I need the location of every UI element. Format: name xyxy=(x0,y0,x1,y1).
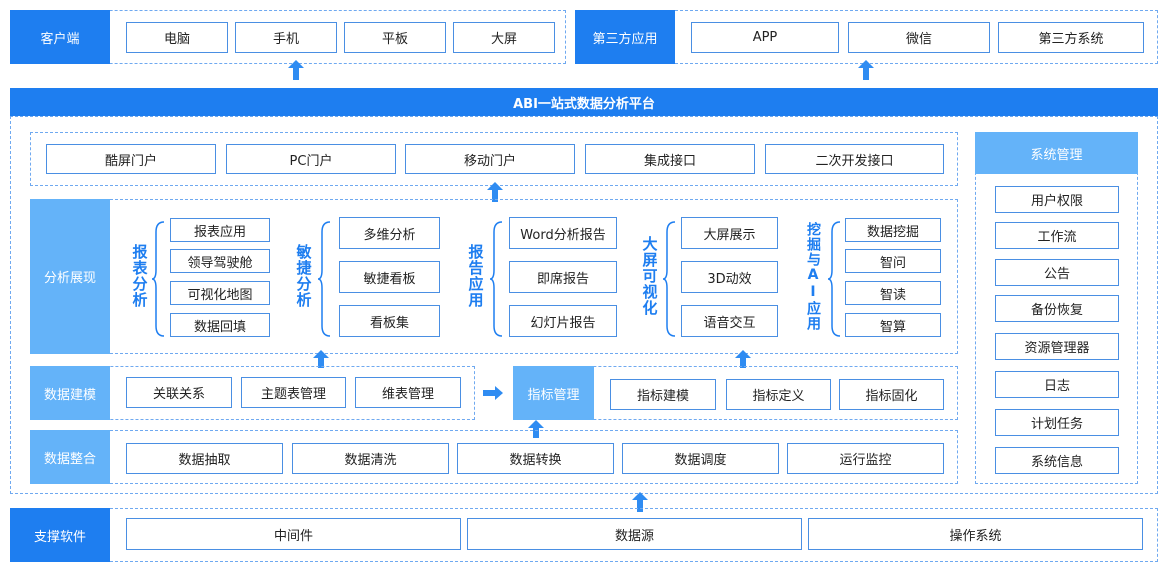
modeling-item: 维表管理 xyxy=(355,377,461,408)
platform-frame xyxy=(10,116,1158,494)
system-item: 公告 xyxy=(995,259,1119,286)
arrow-up-icon xyxy=(858,60,874,80)
analysis-item: 数据回填 xyxy=(170,313,270,337)
arrow-right-icon xyxy=(483,386,503,400)
client-item-tablet: 平板 xyxy=(344,22,446,53)
integration-label: 数据整合 xyxy=(30,430,110,484)
system-item: 工作流 xyxy=(995,222,1119,249)
system-item: 计划任务 xyxy=(995,409,1119,436)
group-title-report-analysis: 报表分析 xyxy=(130,244,149,308)
system-item: 用户权限 xyxy=(995,186,1119,213)
modeling-item: 主题表管理 xyxy=(241,377,346,408)
analysis-item: 看板集 xyxy=(339,305,440,337)
third-party-item-app: APP xyxy=(691,22,839,53)
metrics-item: 指标建模 xyxy=(610,379,716,410)
metrics-item: 指标定义 xyxy=(726,379,831,410)
client-item-pc: 电脑 xyxy=(126,22,228,53)
client-item-phone: 手机 xyxy=(235,22,337,53)
analysis-item: 3D动效 xyxy=(681,261,778,293)
analysis-item: 敏捷看板 xyxy=(339,261,440,293)
platform-title: ABI一站式数据分析平台 xyxy=(10,88,1158,116)
client-label: 客户端 xyxy=(10,10,110,64)
client-item-bigscreen: 大屏 xyxy=(453,22,555,53)
brace-icon xyxy=(152,221,165,337)
brace-icon xyxy=(490,221,503,337)
analysis-item: 数据挖掘 xyxy=(845,218,941,242)
portal-item: PC门户 xyxy=(226,144,396,174)
support-item: 中间件 xyxy=(126,518,461,550)
group-title-agile-analysis: 敏捷分析 xyxy=(294,244,313,308)
analysis-item: 智算 xyxy=(845,313,941,337)
system-item: 日志 xyxy=(995,371,1119,398)
portal-item: 二次开发接口 xyxy=(765,144,944,174)
brace-icon xyxy=(318,221,331,337)
arrow-up-icon xyxy=(632,492,648,512)
group-title-bigscreen-vis: 大屏可视化 xyxy=(640,236,659,316)
integration-item: 数据清洗 xyxy=(292,443,449,474)
portal-item: 集成接口 xyxy=(585,144,755,174)
group-title-mining-ai: 挖掘与AI应用 xyxy=(805,221,821,331)
modeling-item: 关联关系 xyxy=(126,377,232,408)
brace-icon xyxy=(663,221,676,337)
arrow-up-icon xyxy=(288,60,304,80)
brace-icon xyxy=(828,221,841,337)
analysis-item: 幻灯片报告 xyxy=(509,305,617,337)
integration-item: 运行监控 xyxy=(787,443,944,474)
analysis-label: 分析展现 xyxy=(30,199,110,354)
system-label: 系统管理 xyxy=(975,132,1138,174)
portal-item: 酷屏门户 xyxy=(46,144,216,174)
integration-item: 数据抽取 xyxy=(126,443,283,474)
third-party-item-system: 第三方系统 xyxy=(998,22,1144,53)
group-title-report-app: 报告应用 xyxy=(466,244,485,308)
analysis-item: Word分析报告 xyxy=(509,217,617,249)
analysis-item: 可视化地图 xyxy=(170,281,270,305)
arrow-up-icon xyxy=(313,350,329,368)
analysis-item: 报表应用 xyxy=(170,218,270,242)
support-label: 支撑软件 xyxy=(10,508,110,562)
portal-item: 移动门户 xyxy=(405,144,575,174)
support-item: 操作系统 xyxy=(808,518,1143,550)
modeling-label: 数据建模 xyxy=(30,366,110,420)
system-item: 资源管理器 xyxy=(995,333,1119,360)
analysis-item: 大屏展示 xyxy=(681,217,778,249)
integration-item: 数据调度 xyxy=(622,443,779,474)
analysis-item: 智问 xyxy=(845,249,941,273)
third-party-label: 第三方应用 xyxy=(575,10,675,64)
analysis-item: 领导驾驶舱 xyxy=(170,249,270,273)
analysis-item: 智读 xyxy=(845,281,941,305)
arrow-up-icon xyxy=(735,350,751,368)
arrow-up-icon xyxy=(528,420,544,438)
analysis-item: 即席报告 xyxy=(509,261,617,293)
system-item: 备份恢复 xyxy=(995,295,1119,322)
metrics-label: 指标管理 xyxy=(513,366,594,420)
integration-item: 数据转换 xyxy=(457,443,614,474)
third-party-item-wechat: 微信 xyxy=(848,22,990,53)
arrow-up-icon xyxy=(487,182,503,202)
analysis-item: 多维分析 xyxy=(339,217,440,249)
support-item: 数据源 xyxy=(467,518,802,550)
analysis-item: 语音交互 xyxy=(681,305,778,337)
metrics-item: 指标固化 xyxy=(839,379,944,410)
system-item: 系统信息 xyxy=(995,447,1119,474)
